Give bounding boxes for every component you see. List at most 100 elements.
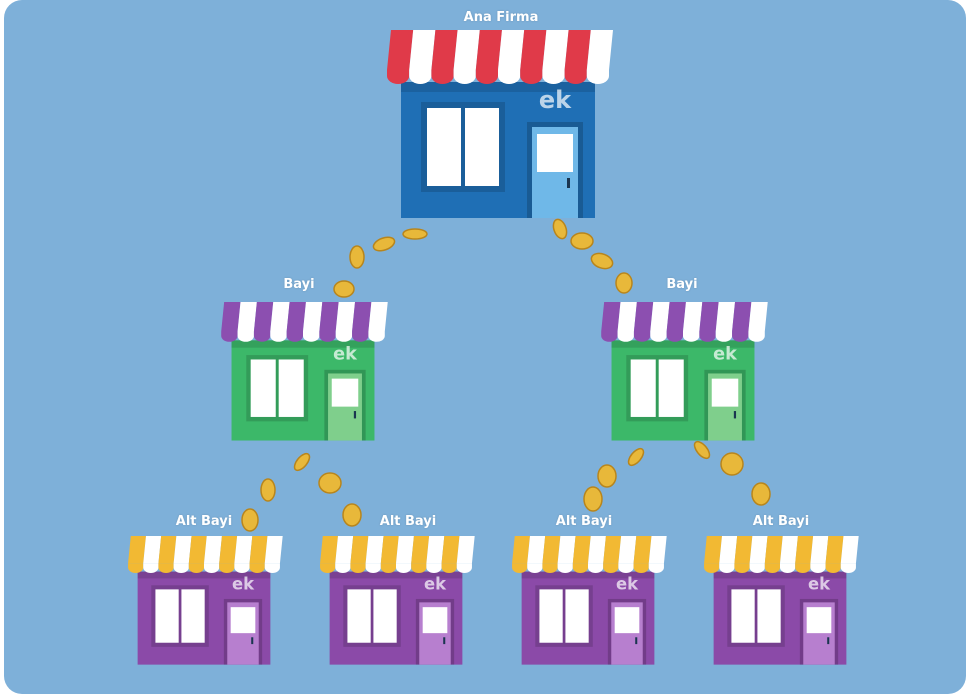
awning <box>221 302 388 342</box>
logo-icon: ek <box>424 574 447 593</box>
awning-stripe <box>457 536 475 563</box>
logo-icon: ek <box>539 86 572 114</box>
awning-scallop <box>158 563 173 573</box>
awning-scallop <box>335 563 350 573</box>
window-pane-right <box>659 359 684 416</box>
door-window <box>423 607 448 633</box>
awning-stripe <box>368 302 387 331</box>
store-sub-dealer-3: ek <box>512 536 664 666</box>
coin-trail-root-right <box>551 218 632 293</box>
coin <box>350 246 364 268</box>
awning-stripe <box>565 30 591 70</box>
awning-stripe <box>748 302 767 331</box>
store-sub-dealer-4: ek <box>704 536 856 666</box>
awning-scallop <box>319 331 335 341</box>
door-handle <box>635 637 637 644</box>
awning-stripe <box>732 302 751 331</box>
awning-scallop <box>219 563 234 573</box>
awning-stripe <box>426 536 444 563</box>
awning-scallop <box>520 70 542 84</box>
awning-stripe <box>498 30 524 70</box>
window-pane-left <box>539 589 562 642</box>
awning-stripe <box>303 302 322 331</box>
awning-stripe <box>254 302 273 331</box>
awning-stripe <box>512 536 530 563</box>
sub-dealer-1-label: Alt Bayi <box>176 514 232 529</box>
sub-dealer-2-label: Alt Bayi <box>380 514 436 529</box>
window-pane-right <box>181 589 204 642</box>
window-pane-right <box>279 359 304 416</box>
awning-stripe <box>527 536 545 563</box>
awning-scallop <box>601 331 617 341</box>
coin <box>584 487 602 511</box>
awning-stripe <box>319 302 338 331</box>
awning-scallop <box>368 331 384 341</box>
logo-icon: ek <box>808 574 831 593</box>
awning-stripe <box>810 536 828 563</box>
awning-stripe <box>716 302 735 331</box>
awning-stripe <box>442 536 460 563</box>
awning-stripe <box>618 302 637 331</box>
window-pane-left <box>347 589 370 642</box>
awning-scallop <box>667 331 683 341</box>
awning-scallop <box>411 563 426 573</box>
door-window <box>332 379 359 407</box>
store-dealer-left: ek <box>220 302 386 442</box>
coin <box>403 229 427 239</box>
window-pane-left <box>427 108 461 186</box>
awning-stripe <box>780 536 798 563</box>
awning-scallop <box>336 331 352 341</box>
awning-stripe <box>320 536 338 563</box>
awning-stripe <box>826 536 844 563</box>
awning-stripe <box>352 302 371 331</box>
awning-scallop <box>750 563 765 573</box>
awning-stripe <box>734 536 752 563</box>
awning-stripe <box>234 536 252 563</box>
coin <box>242 509 258 531</box>
window-pane-right <box>465 108 499 186</box>
awning-stripe <box>431 30 457 70</box>
awning-scallop <box>826 563 841 573</box>
awning-scallop <box>221 331 237 341</box>
awning-scallop <box>634 331 650 341</box>
awning-stripe <box>667 302 686 331</box>
coin <box>343 504 361 526</box>
awning-scallop <box>250 563 265 573</box>
window-pane-right <box>565 589 588 642</box>
awning-scallop <box>381 563 396 573</box>
awning-scallop <box>366 563 381 573</box>
awning-scallop <box>303 331 319 341</box>
awning-scallop <box>603 563 618 573</box>
coin-trail-right-branch <box>584 439 770 511</box>
door-window <box>712 379 739 407</box>
awning-scallop <box>457 563 472 573</box>
window-pane-left <box>155 589 178 642</box>
logo-icon: ek <box>616 574 639 593</box>
awning-stripe <box>601 302 620 331</box>
coin <box>292 451 313 473</box>
awning-stripe <box>603 536 621 563</box>
awning-scallop <box>716 331 732 341</box>
awning-scallop <box>498 70 520 84</box>
awning-stripe <box>143 536 161 563</box>
awning-scallop <box>704 563 719 573</box>
door-handle <box>827 637 829 644</box>
awning-scallop <box>174 563 189 573</box>
awning-stripe <box>270 302 289 331</box>
awning-scallop <box>189 563 204 573</box>
awning-scallop <box>270 331 286 341</box>
awning <box>387 30 613 84</box>
awning-scallop <box>650 331 666 341</box>
awning <box>704 536 859 573</box>
awning-scallop <box>734 563 749 573</box>
logo-icon: ek <box>232 574 255 593</box>
awning-scallop <box>387 70 409 84</box>
awning-stripe <box>520 30 546 70</box>
awning-stripe <box>699 302 718 331</box>
awning-scallop <box>732 331 748 341</box>
sub-dealer-4-label: Alt Bayi <box>753 514 809 529</box>
awning-scallop <box>795 563 810 573</box>
awning-scallop <box>765 563 780 573</box>
store-dealer-right: ek <box>600 302 766 442</box>
awning-stripe <box>704 536 722 563</box>
